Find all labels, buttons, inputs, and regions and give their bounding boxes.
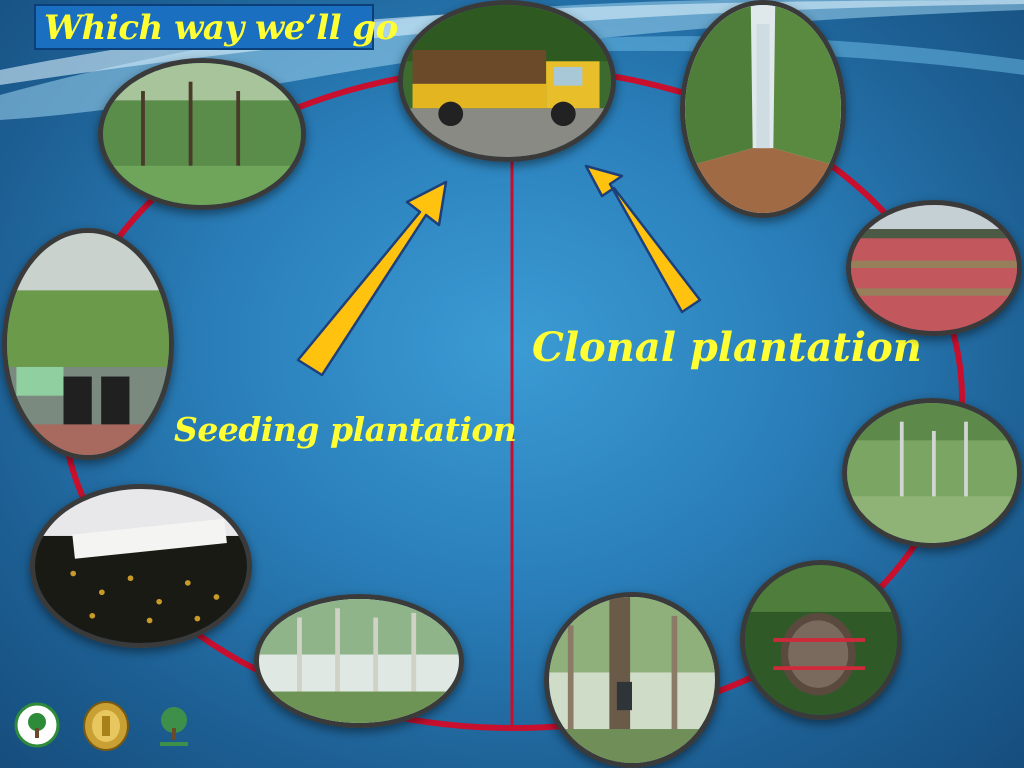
clonal-arrow [584,164,702,314]
seeds-photo [30,484,252,648]
title-box [34,4,374,50]
cutting-bag-photo [740,560,902,720]
young-forest-photo [98,58,306,210]
tree-climber-photo [544,592,720,768]
page-title: Which way we’ll go [44,8,398,48]
seeding-arrow [296,180,448,377]
seeding-plantation-label: Seeding plantation [174,410,517,449]
clonal-plantation-label: Clonal plantation [532,324,922,371]
mature-forest-photo [254,594,464,728]
nursery-red-photo [846,200,1022,336]
gold-seal-logo [83,701,129,751]
truck-photo [398,0,616,162]
seedling-nursery-photo [2,228,174,460]
tree-emblem-logo [160,707,188,746]
clonal-rows-photo [680,0,846,218]
hedge-garden-photo [842,398,1022,548]
green-emblem-logo [14,702,60,748]
